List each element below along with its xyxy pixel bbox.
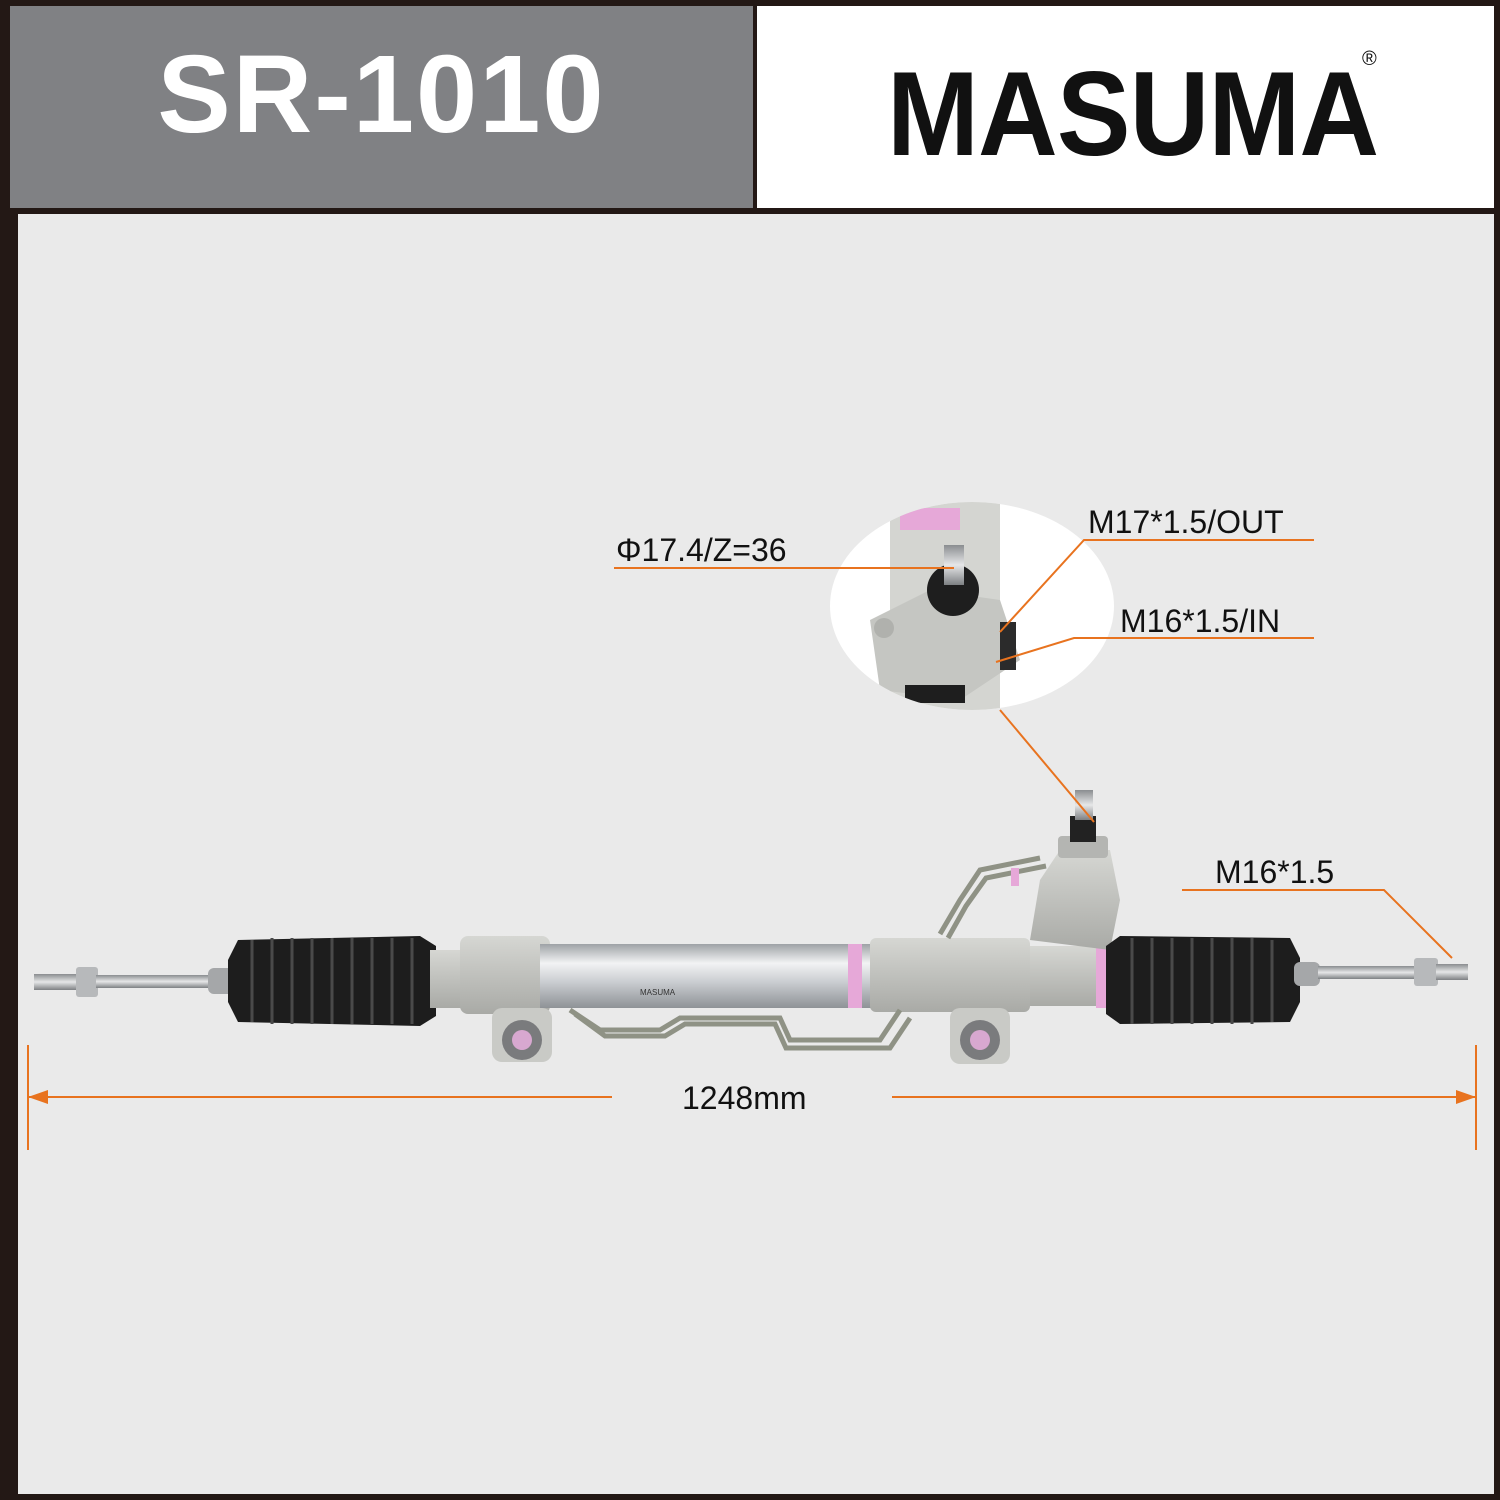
svg-text:MASUMA: MASUMA [640,988,676,997]
right-bellows-boot [1106,936,1300,1024]
product-stage [18,214,1494,1494]
left-bellows-boot [228,936,436,1026]
valve-detail-bubble [830,502,1114,710]
brand-panel: MASUMA ® [757,6,1494,208]
pinion-spec-label: Φ17.4/Z=36 [616,532,787,568]
tie-rod-thread-label: M16*1.5 [1215,854,1335,890]
part-number: SR-1010 [157,33,606,156]
brand-logo: MASUMA [887,47,1379,181]
part-number-panel: SR-1010 [10,6,753,208]
right-tie-rod [1294,958,1468,986]
leader-lines [27,539,1477,1150]
outlet-port-label: M17*1.5/OUT [1088,504,1284,540]
rack-housing: MASUMA [430,936,1110,1014]
overall-length-label: 1248mm [682,1080,807,1116]
mounting-bushings [492,1008,1010,1064]
inlet-port-label: M16*1.5/IN [1120,603,1281,639]
left-tie-rod [34,967,234,997]
registered-mark: ® [1362,48,1377,70]
dimension-arrows [28,1090,1476,1104]
